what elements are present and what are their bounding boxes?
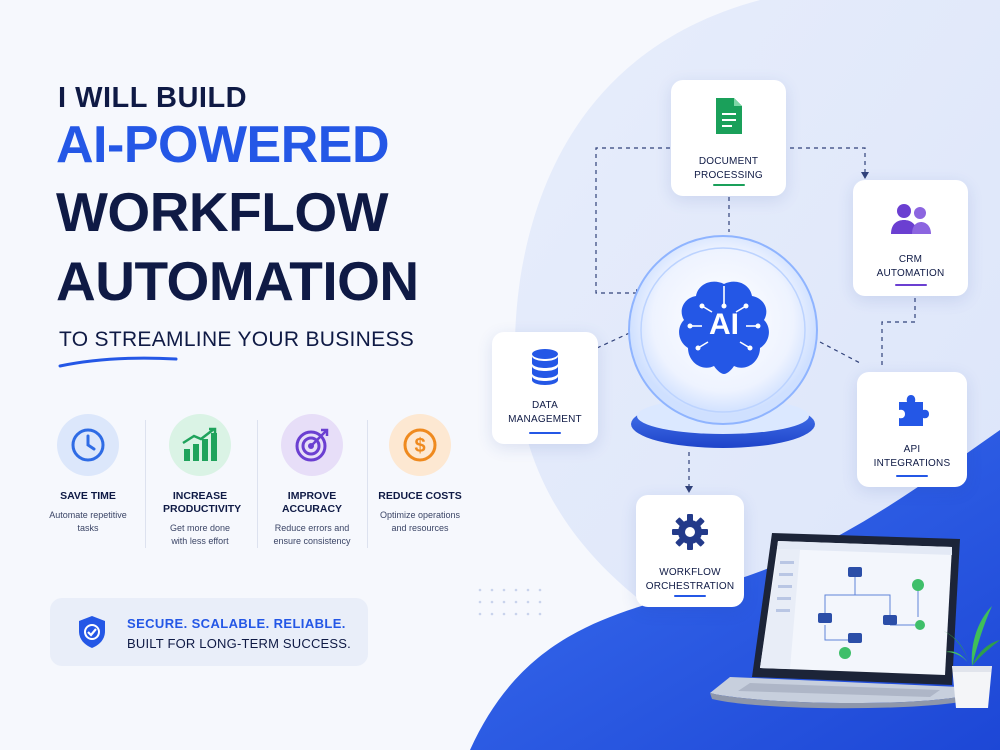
card-label-2: AUTOMATION: [876, 268, 945, 279]
ai-label: AI: [709, 308, 739, 341]
benefit-title: IMPROVE ACCURACY: [281, 490, 343, 515]
users-icon: [890, 204, 931, 234]
benefit-title: INCREASE PRODUCTIVITY: [163, 490, 242, 515]
card-document-processing: DOCUMENT PROCESSING: [671, 80, 786, 196]
dollar-icon: $: [389, 414, 451, 476]
headline-pre: I WILL BUILD: [58, 82, 248, 114]
accent-bar: [712, 184, 745, 186]
plant-illustration: [942, 606, 1000, 708]
card-label-1: API: [903, 444, 921, 455]
card-label-1: CRM: [898, 254, 923, 265]
target-icon: [281, 414, 343, 476]
card-label-1: WORKFLOW: [659, 567, 721, 578]
bar-chart-icon: [169, 414, 231, 476]
card-label-1: DOCUMENT: [698, 156, 759, 167]
benefit-title: REDUCE COSTS: [378, 490, 462, 502]
card-data-management: DATA MANAGEMENT: [492, 332, 598, 444]
clock-icon: [57, 414, 119, 476]
divider: [367, 420, 368, 548]
divider: [145, 420, 146, 548]
benefit-desc: Get more done with less effort: [169, 523, 231, 546]
puzzle-icon: [899, 395, 929, 426]
database-icon: [532, 349, 558, 385]
card-api-integrations: API INTEGRATIONS: [857, 372, 967, 487]
benefit-productivity: INCREASE PRODUCTIVITY Get more done with…: [145, 414, 255, 548]
card-label-2: PROCESSING: [694, 170, 763, 181]
accent-bar: [674, 595, 706, 597]
headline-line-3: AUTOMATION: [56, 250, 419, 312]
card-label-2: MANAGEMENT: [508, 414, 582, 425]
benefit-desc: Automate repetitive tasks: [49, 510, 127, 533]
benefit-accuracy: IMPROVE ACCURACY Reduce errors and ensur…: [257, 414, 367, 548]
document-icon: [715, 98, 742, 134]
card-label-2: INTEGRATIONS: [873, 458, 951, 469]
laptop-illustration: [710, 533, 968, 709]
headline-line-2: WORKFLOW: [56, 181, 389, 243]
divider: [257, 420, 258, 548]
headline-line-1: AI-POWERED: [56, 116, 390, 174]
svg-text:$: $: [414, 435, 425, 457]
benefit-desc: Reduce errors and ensure consistency: [273, 523, 351, 546]
headline-subtitle: TO STREAMLINE YOUR BUSINESS: [59, 328, 415, 351]
secure-line-1: SECURE. SCALABLE. RELIABLE.: [127, 616, 346, 631]
accent-bar: [896, 475, 928, 477]
benefit-title: SAVE TIME: [60, 490, 116, 502]
card-label-2: ORCHESTRATION: [645, 581, 735, 592]
card-crm-automation: CRM AUTOMATION: [853, 180, 968, 296]
benefit-save-time: SAVE TIME Automate repetitive tasks: [33, 414, 143, 535]
accent-bar: [529, 432, 561, 434]
subtitle-underline: [58, 356, 178, 368]
secure-line-2: BUILT FOR LONG-TERM SUCCESS.: [127, 636, 351, 651]
gear-icon: [672, 514, 708, 550]
benefit-desc: Optimize operations and resources: [379, 510, 461, 533]
card-label-1: DATA: [532, 400, 558, 411]
shield-check-icon: [79, 616, 105, 648]
brain-icon: [679, 281, 769, 374]
accent-bar: [894, 284, 927, 286]
benefit-reduce-costs: $ REDUCE COSTS Optimize operations and r…: [365, 414, 475, 535]
card-workflow-orchestration: WORKFLOW ORCHESTRATION: [636, 495, 744, 607]
